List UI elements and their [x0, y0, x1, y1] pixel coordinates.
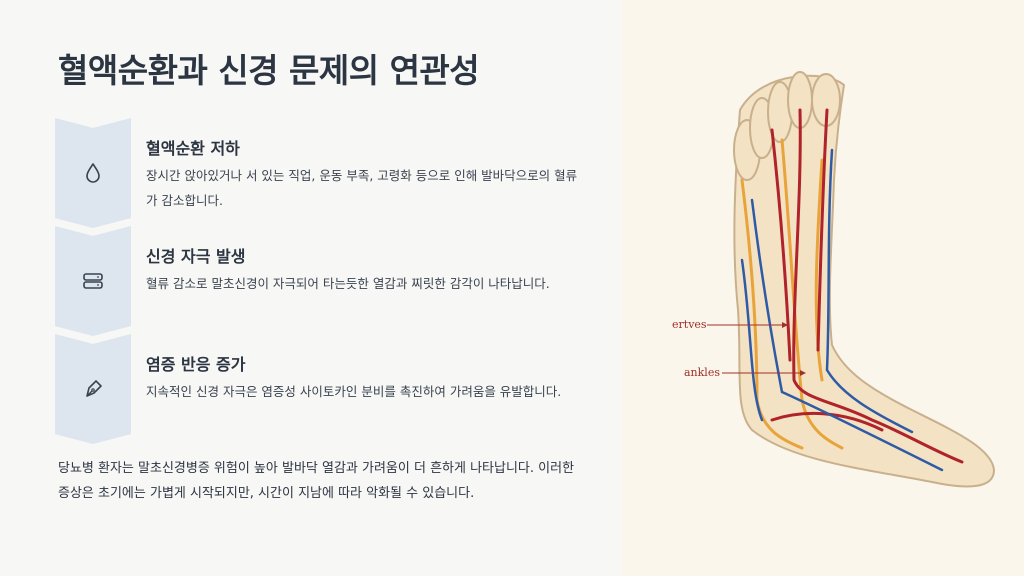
footer-note: 당뇨병 환자는 말초신경병증 위험이 높아 발바닥 열감과 가려움이 더 흔하게… [58, 461, 575, 501]
step-3-description: 지속적인 신경 자극은 염증성 사이토카인 분비를 촉진하여 가려움을 유발합니… [146, 384, 562, 399]
foot-illustration [707, 71, 996, 488]
foot-illustration-panel: ertves ankles [622, 0, 1024, 576]
ankles-label: ankles [684, 366, 720, 379]
page-title: 혈액순환과 신경 문제의 연관성 [58, 51, 480, 90]
step-1-title: 혈액순환 저하 [146, 139, 240, 158]
step-1-chevron [55, 118, 131, 228]
step-3-title: 염증 반응 증가 [146, 355, 246, 374]
nerves-label: ertves [672, 318, 707, 331]
step-1-description: 장시간 앉아있거나 서 있는 직업, 운동 부족, 고령화 등으로 인해 발바닥… [146, 168, 578, 208]
droplet-icon [86, 163, 100, 183]
veins [740, 148, 944, 472]
step-2-title: 신경 자극 발생 [146, 247, 246, 266]
server-icon [83, 273, 103, 289]
pen-nib-icon [86, 380, 102, 397]
step-2-chevron [55, 226, 131, 336]
arteries [770, 108, 964, 464]
step-2-description: 혈류 감소로 말초신경이 자극되어 타는듯한 열감과 찌릿한 감각이 나타납니다… [146, 276, 550, 291]
nerves [740, 138, 844, 450]
